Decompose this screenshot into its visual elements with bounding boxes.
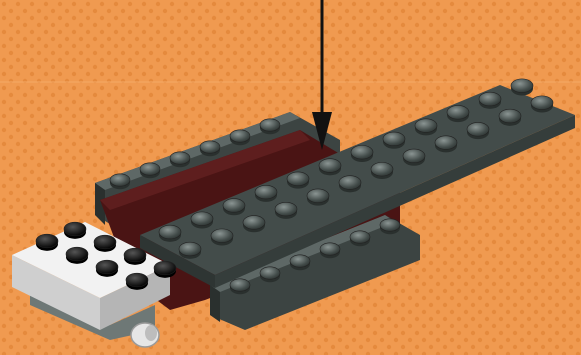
front-rail-studs — [229, 218, 401, 295]
stud — [402, 148, 426, 166]
long-plate-studs — [158, 78, 554, 259]
stud — [65, 246, 89, 264]
stud — [498, 108, 522, 126]
stud — [289, 254, 311, 271]
stud — [338, 175, 362, 193]
stud — [178, 241, 202, 259]
stud — [125, 272, 149, 290]
stud — [319, 242, 341, 259]
stud — [530, 95, 554, 113]
stud — [229, 278, 251, 295]
stud — [274, 201, 298, 219]
stud — [139, 162, 161, 179]
white-brick-studs — [35, 221, 177, 290]
back-rail-studs — [109, 118, 281, 190]
stud — [158, 224, 182, 242]
stud — [510, 78, 534, 96]
stud — [370, 162, 394, 180]
stud — [414, 118, 438, 136]
stud — [35, 233, 59, 251]
stud — [254, 184, 278, 202]
stud — [259, 118, 281, 135]
stud — [153, 260, 177, 278]
stud — [222, 198, 246, 216]
stud — [478, 91, 502, 109]
stud — [350, 145, 374, 163]
stud — [63, 221, 87, 239]
stud — [95, 259, 119, 277]
stud — [199, 140, 221, 157]
stud — [379, 218, 401, 235]
stud — [382, 131, 406, 149]
stud — [229, 129, 251, 146]
stud — [242, 215, 266, 233]
stud — [446, 105, 470, 123]
down-arrow-icon — [312, 0, 332, 150]
stud — [123, 247, 147, 265]
stud — [169, 151, 191, 168]
stud — [210, 228, 234, 246]
stud — [190, 211, 214, 229]
stud — [93, 234, 117, 252]
stud — [286, 171, 310, 189]
stud — [306, 188, 330, 206]
stud — [349, 230, 371, 247]
stud — [109, 173, 131, 190]
stud — [466, 122, 490, 140]
stud — [434, 135, 458, 153]
stud — [259, 266, 281, 283]
stud — [318, 158, 342, 176]
